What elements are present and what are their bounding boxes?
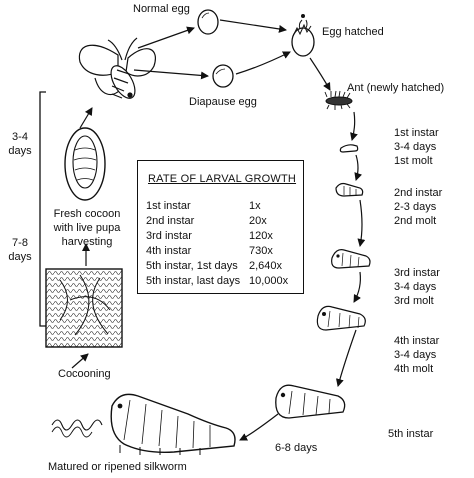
egg-hatched-label: Egg hatched [322, 26, 384, 38]
table-row-stage: 5th instar, 1st days [146, 260, 238, 272]
cycle-arrows [71, 19, 366, 441]
hatched-egg-drawing [291, 14, 315, 57]
instar-5-label: 5th instar [388, 428, 434, 440]
table-row-rate: 1x [249, 200, 261, 212]
cocooning-label: Cocooning [58, 368, 111, 380]
second-instar-larva [335, 182, 364, 197]
days-6-8-label: 6-8 days [275, 442, 318, 454]
matured-silkworm-label: Matured or ripened silkworm [48, 461, 187, 473]
table-row-rate: 10,000x [249, 275, 289, 287]
diapause-egg-drawing [212, 64, 234, 88]
duration-upper-label: 3-4 days [8, 131, 32, 157]
table-row: 2nd instar 20x [146, 215, 296, 229]
ant-label: Ant (newly hatched) [347, 82, 445, 94]
table-row-rate: 730x [249, 245, 273, 257]
cocooning-frame-drawing [45, 268, 123, 348]
table-row-stage: 1st instar [146, 200, 191, 212]
mature-silkworm-drawing [110, 393, 236, 455]
duration-bracket [39, 91, 46, 327]
normal-egg-label: Normal egg [133, 3, 190, 15]
table-row: 5th instar, last days 10,000x [146, 275, 296, 289]
growth-rate-title: RATE OF LARVAL GROWTH [148, 173, 297, 185]
table-row-stage: 2nd instar [146, 215, 195, 227]
table-row: 3rd instar 120x [146, 230, 296, 244]
ant-larva-drawing [324, 90, 353, 110]
table-row: 1st instar 1x [146, 200, 296, 214]
fourth-instar-larva [316, 305, 366, 331]
diapause-egg-label: Diapause egg [189, 96, 257, 108]
fresh-cocoon-label: Fresh cocoon with live pupa harvesting [53, 208, 121, 248]
third-instar-larva [331, 249, 371, 269]
adult-moth [78, 37, 156, 99]
fifth-instar-larva [275, 384, 346, 419]
silk-thread-drawing [51, 419, 103, 438]
cocoon-drawing [64, 127, 106, 201]
table-row-rate: 20x [249, 215, 267, 227]
duration-lower-label: 7-8 days [8, 237, 32, 263]
table-row-stage: 4th instar [146, 245, 192, 257]
table-row: 5th instar, 1st days 2,640x [146, 260, 296, 274]
table-row-rate: 120x [249, 230, 273, 242]
normal-egg-drawing [197, 9, 219, 35]
table-row-stage: 3rd instar [146, 230, 192, 242]
first-instar-larva [339, 144, 359, 153]
table-row-stage: 5th instar, last days [146, 275, 241, 287]
table-row: 4th instar 730x [146, 245, 296, 259]
growth-rate-table: RATE OF LARVAL GROWTH 1st instar 1x 2nd … [137, 160, 304, 294]
table-row-rate: 2,640x [249, 260, 283, 272]
